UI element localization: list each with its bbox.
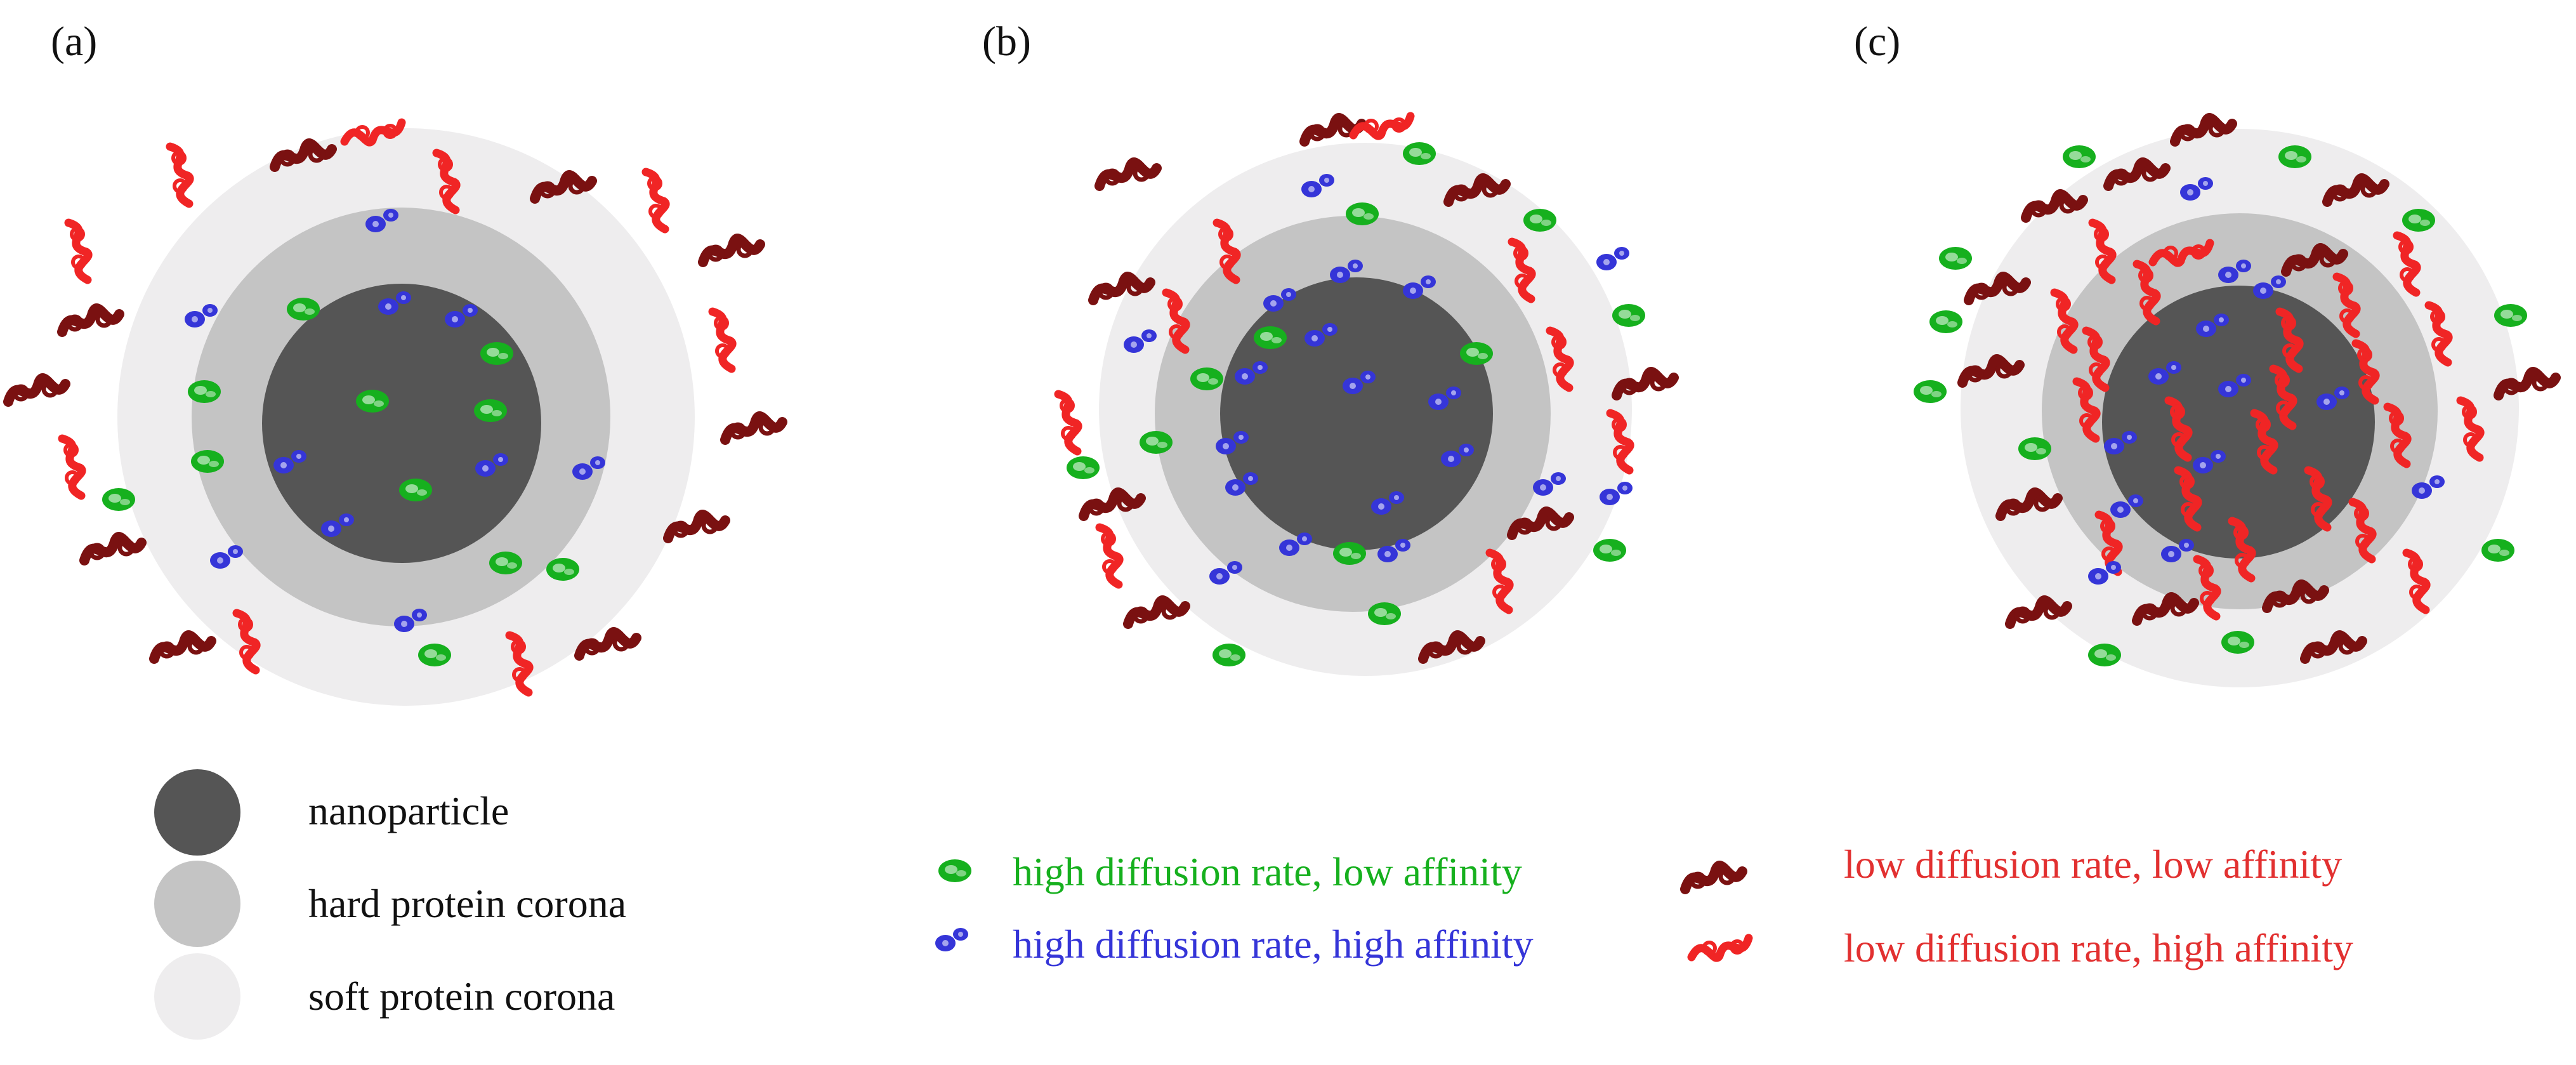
darkred-protein-icon (668, 515, 725, 538)
nanoparticle-b (1220, 277, 1493, 550)
green-protein-icon (1254, 326, 1287, 349)
panel-label-a: (a) (51, 18, 98, 65)
green-protein-icon (1612, 304, 1645, 327)
green-protein-icon (1190, 367, 1223, 390)
darkred-protein-icon (703, 239, 760, 262)
panel-a (8, 122, 782, 706)
green-protein-icon (1333, 542, 1366, 565)
green-protein-icon (2278, 145, 2311, 168)
green-protein-icon (480, 342, 513, 365)
green-protein-icon (2402, 209, 2435, 232)
green-protein-icon (1067, 456, 1100, 479)
red-protein-icon (62, 439, 82, 496)
green-protein-icon (2481, 539, 2514, 562)
nanoparticle-c (2102, 286, 2375, 559)
panel-label-b: (b) (982, 18, 1031, 65)
green-protein-icon (474, 399, 507, 422)
legend-glyph-darkred (1685, 866, 1742, 889)
green-protein-icon (1929, 310, 1962, 333)
red-protein-icon (1058, 394, 1078, 451)
green-protein-icon (1346, 202, 1379, 225)
darkred-protein-icon (1100, 162, 1157, 186)
green-protein-icon (102, 488, 135, 511)
green-protein-icon (2063, 145, 2096, 168)
panel-label-c: (c) (1854, 18, 1901, 65)
green-protein-icon (1212, 644, 1245, 666)
darkred-protein-icon (62, 308, 119, 332)
darkred-protein-icon (8, 378, 65, 402)
legend-label-green-protein: high diffusion rate, low affinity (1013, 849, 1522, 894)
green-protein-icon (1140, 431, 1173, 454)
red-protein-icon (713, 312, 732, 369)
legend-label-darkred-protein: low diffusion rate, low affinity (1844, 842, 2343, 887)
darkred-protein-icon (725, 416, 782, 440)
green-protein-icon (1939, 247, 1972, 270)
green-protein-icon (1914, 380, 1947, 403)
legend-swatch-nanoparticle (154, 769, 240, 856)
green-protein-icon (188, 380, 221, 403)
legend-swatch-soft-corona (154, 953, 240, 1040)
green-protein-icon (356, 390, 389, 413)
panel-b (1058, 116, 1674, 676)
panel-c (1914, 118, 2556, 687)
red-protein-icon (646, 172, 666, 229)
green-protein-icon (418, 644, 451, 666)
green-protein-icon (2018, 437, 2051, 460)
red-protein-icon (170, 147, 190, 204)
red-protein-icon (69, 223, 88, 280)
green-protein-icon (489, 552, 522, 574)
legend-label-soft-corona: soft protein corona (308, 974, 615, 1019)
nanoparticle-a (262, 284, 541, 563)
green-protein-icon (2494, 304, 2527, 327)
legend-glyph-blue (935, 928, 968, 951)
green-protein-icon (1460, 342, 1493, 365)
green-protein-icon (1523, 209, 1556, 232)
green-protein-icon (399, 479, 432, 501)
legend-label-nanoparticle: nanoparticle (308, 788, 509, 833)
red-protein-icon (1100, 527, 1119, 585)
green-protein-icon (1368, 602, 1401, 625)
darkred-protein-icon (1128, 600, 1185, 624)
legend-glyph-red (1692, 938, 1749, 958)
green-protein-icon (2221, 631, 2254, 654)
legend-label-red-protein: low diffusion rate, high affinity (1844, 925, 2353, 970)
darkred-protein-icon (154, 635, 211, 659)
green-protein-icon (1403, 142, 1436, 165)
green-protein-icon (191, 450, 224, 473)
legend-label-hard-corona: hard protein corona (308, 881, 627, 926)
darkred-protein-icon (84, 537, 141, 560)
green-protein-icon (1593, 539, 1626, 562)
green-protein-icon (287, 298, 320, 321)
blue-protein-icon (1596, 247, 1629, 270)
legend-label-blue-protein: high diffusion rate, high affinity (1013, 922, 1534, 967)
legend-swatch-hard-corona (154, 861, 240, 947)
green-protein-icon (546, 558, 579, 581)
green-protein-icon (2088, 644, 2121, 666)
legend-glyph-green (938, 859, 971, 882)
